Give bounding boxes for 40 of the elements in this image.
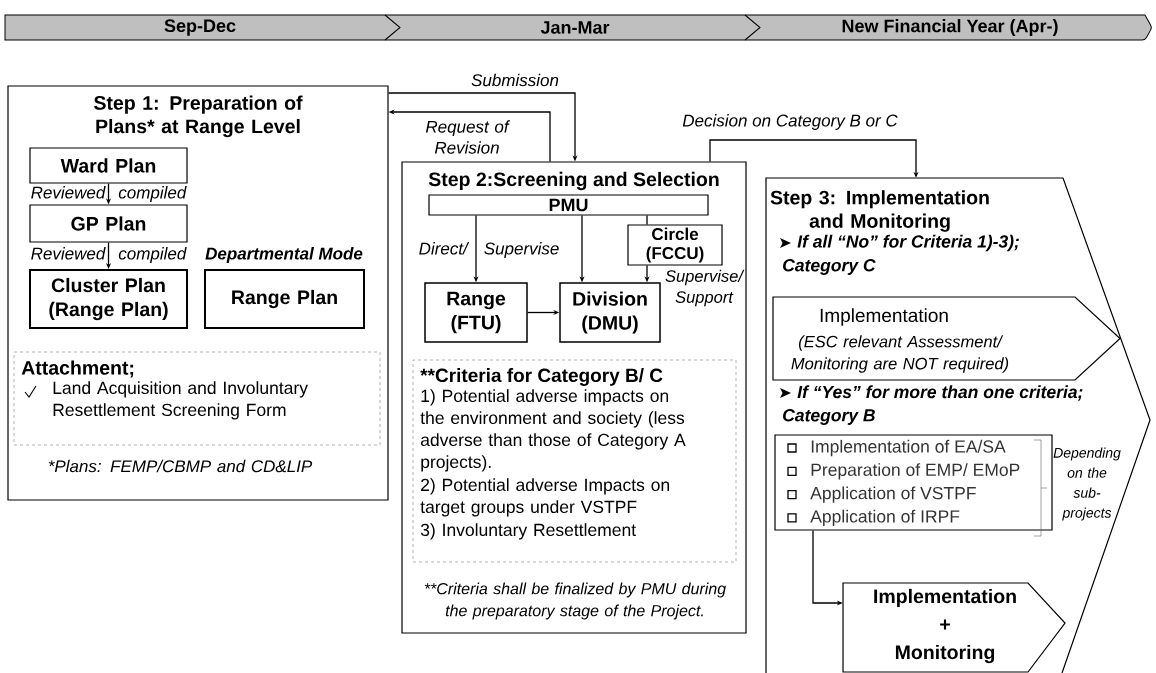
bullet-item: If “Yes” for more than one criteria; (780, 385, 1083, 401)
condition-text: Category C (783, 259, 876, 275)
panel-heading: Step 3: Implementation and Monitoring (770, 190, 989, 232)
node-label: Preparation of EMP/ EMoP (811, 463, 1020, 480)
node-label: Implementation of EA/SA (811, 439, 1006, 457)
side-note: Depending on the sub-projects (1053, 447, 1121, 521)
process-box: Cluster Plan (Range Plan) (29, 269, 188, 329)
footnote: **Criteria shall be finalized by PMU during the preparatory stage of the Project. (424, 582, 726, 620)
node-label: Application of IRPF (810, 509, 960, 527)
node-label: Application of VSTPF (810, 486, 976, 503)
process-box: Range Plan (204, 269, 365, 329)
footnote: *Plans: FEMP/CBMP and CD&LIP (48, 459, 313, 473)
edge-label: Reviewed compiled (31, 186, 187, 202)
list-item: 2) Potential adverse Impacts on target groups under VSTPF (420, 478, 669, 517)
box-heading: Departmental Mode (205, 247, 363, 263)
implementation-pentagon: Implementation (ESC relevant Assessment/ Monitoring are NOT required) (772, 296, 1121, 381)
implementation-pentagon: Implementation + Monitoring (842, 582, 1066, 673)
box-heading: **Criteria for Category B/ C (420, 368, 663, 386)
process-box: PMU (428, 194, 709, 216)
edge-label: Submission (471, 73, 559, 87)
panel-heading: Step 2:Screening and Selection (428, 171, 719, 191)
box-heading: Attachment; (21, 360, 134, 378)
process-box: Division (DMU) (559, 282, 661, 343)
bullet-item: If all “No” for Criteria 1)-3); (780, 234, 1019, 252)
process-box: GP Plan (29, 204, 188, 243)
edge-label: Reviewed compiled (31, 247, 187, 263)
timeline-band: Sep-Dec Jan-Mar New Financial Year (Apr-) (4, 14, 1152, 41)
process-box: Ward Plan (29, 147, 188, 184)
panel-heading: Step 1: Preparation of Plans* at Range Level (94, 95, 303, 138)
edge-label: Decision on Category B or C (682, 114, 898, 130)
edge-label: Direct/ Supervise (419, 242, 559, 258)
checklist-box: Implementation of EA/SA Preparation of EMP/ EMoP Application of VSTPF Application of IRPF (774, 434, 1053, 531)
list-item: 1) Potential adverse impacts on the environment and society (less adverse than those of Category A projects). (420, 389, 686, 472)
list-item: 3) Involuntary Resettlement (420, 523, 636, 540)
edge-label: Supervise/ Support (665, 269, 745, 307)
process-box: Circle (FCCU) (627, 224, 723, 266)
condition-text: Category B (783, 409, 875, 425)
edge-label: Request of Revision (425, 120, 511, 154)
attachment-text: Land Acquisition and Involuntary Resettlement Screening Form (53, 381, 308, 420)
process-box: Range (FTU) (424, 282, 528, 343)
